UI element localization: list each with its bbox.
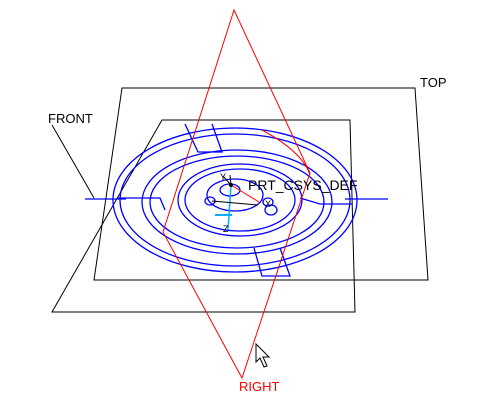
right-plane-edge-arc — [261, 129, 311, 176]
right-plane-label: RIGHT — [239, 379, 280, 394]
csys-axis-x-label: X — [265, 199, 271, 209]
csys-label: PRT_CSYS_DEF — [248, 177, 357, 193]
top-datum-plane[interactable] — [93, 87, 429, 281]
top-plane-label: TOP — [420, 75, 447, 90]
front-plane-leader — [51, 124, 95, 199]
csys-axis-y-label: Y — [220, 172, 226, 182]
front-plane-label: FRONT — [48, 111, 93, 126]
arrow-pointer-icon — [255, 342, 271, 368]
front-datum-plane[interactable] — [51, 119, 356, 313]
csys-axis-z-label: Z — [223, 224, 229, 234]
coordinate-system-glyph — [211, 174, 260, 231]
part-geometry[interactable] — [85, 123, 388, 277]
right-datum-plane[interactable] — [162, 8, 311, 380]
